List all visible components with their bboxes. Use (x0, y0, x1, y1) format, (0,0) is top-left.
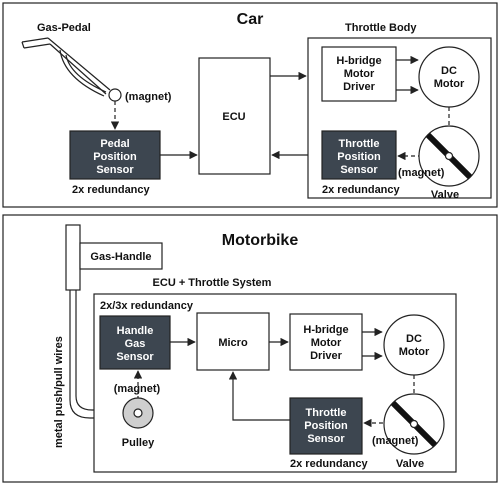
handle-redundancy-label: 2x/3x redundancy (100, 300, 194, 312)
throttle-body-label: Throttle Body (345, 22, 417, 34)
gas-pedal-label: Gas-Pedal (37, 22, 91, 34)
car-title: Car (237, 11, 264, 28)
car-valve-icon (418, 125, 480, 187)
car-throttle-sensor-line-2: Position (337, 151, 381, 163)
gas-handle-label: Gas-Handle (90, 251, 151, 263)
bike-hbridge-box (289, 313, 363, 371)
handle-sensor-line-1: Handle (117, 325, 154, 337)
car-hbridge-line-2: Motor (344, 68, 375, 80)
push-pull-wire-2 (75, 290, 128, 411)
car-valve-label: Valve (431, 189, 459, 201)
car-dc-motor-line-2: Motor (434, 78, 465, 90)
pedal-sensor-line-1: Pedal (100, 138, 129, 150)
micro-box (196, 312, 270, 371)
push-pull-wire (69, 290, 128, 419)
ecu-label: ECU (222, 111, 245, 123)
car-section: Car Gas-Pedal (magnet) Pedal Position Se… (2, 2, 498, 208)
handle-gas-sensor (99, 315, 171, 370)
bike-valve-magnet-label: (magnet) (372, 435, 419, 447)
pulley-label: Pulley (122, 437, 155, 449)
motorbike-title: Motorbike (222, 232, 299, 249)
handlebar (65, 224, 81, 291)
pedal-position-sensor (69, 130, 161, 180)
bike-valve-icon (383, 393, 445, 455)
bike-dc-motor-line-2: Motor (399, 346, 430, 358)
bike-dc-motor-line-1: DC (406, 333, 422, 345)
car-dc-motor (418, 46, 480, 108)
car-valve-magnet-label: (magnet) (398, 167, 445, 179)
pulley-icon (122, 397, 154, 429)
car-dc-motor-line-1: DC (441, 65, 457, 77)
gas-handle-box (79, 242, 163, 270)
handle-sensor-line-3: Sensor (116, 351, 154, 363)
pulley-magnet-label: (magnet) (114, 383, 161, 395)
bike-throttle-sensor-line-1: Throttle (306, 407, 347, 419)
handle-sensor-line-2: Gas (125, 338, 146, 350)
car-hbridge-line-1: H-bridge (336, 55, 381, 67)
car-throttle-sensor-line-3: Sensor (340, 164, 378, 176)
car-hbridge-box (321, 46, 397, 102)
bike-throttle-redundancy-label: 2x redundancy (290, 458, 369, 470)
wires-label: metal push/pull wires (53, 336, 65, 448)
ecu-box (198, 57, 271, 175)
bike-dc-motor (383, 314, 445, 376)
micro-label: Micro (218, 337, 248, 349)
pedal-magnet-label: (magnet) (125, 91, 172, 103)
motorbike-section: Motorbike Gas-Handle metal push/pull wir… (2, 214, 498, 483)
bike-hbridge-line-3: Driver (310, 350, 343, 362)
pedal-sensor-line-3: Sensor (96, 164, 134, 176)
car-throttle-sensor-line-1: Throttle (339, 138, 380, 150)
car-throttle-redundancy-label: 2x redundancy (322, 184, 401, 196)
pedal-sensor-line-2: Position (93, 151, 137, 163)
bike-throttle-position-sensor (289, 397, 363, 455)
system-label: ECU + Throttle System (153, 277, 272, 289)
bike-hbridge-line-2: Motor (311, 337, 342, 349)
bike-valve-label: Valve (396, 458, 424, 470)
bike-throttle-sensor-line-3: Sensor (307, 433, 345, 445)
bike-hbridge-line-1: H-bridge (303, 324, 348, 336)
bike-throttle-sensor-line-2: Position (304, 420, 348, 432)
car-hbridge-line-3: Driver (343, 81, 376, 93)
pedal-redundancy-label: 2x redundancy (72, 184, 151, 196)
gas-pedal-drawing (21, 37, 111, 97)
car-throttle-position-sensor (321, 130, 397, 180)
feedback-line (228, 371, 290, 421)
